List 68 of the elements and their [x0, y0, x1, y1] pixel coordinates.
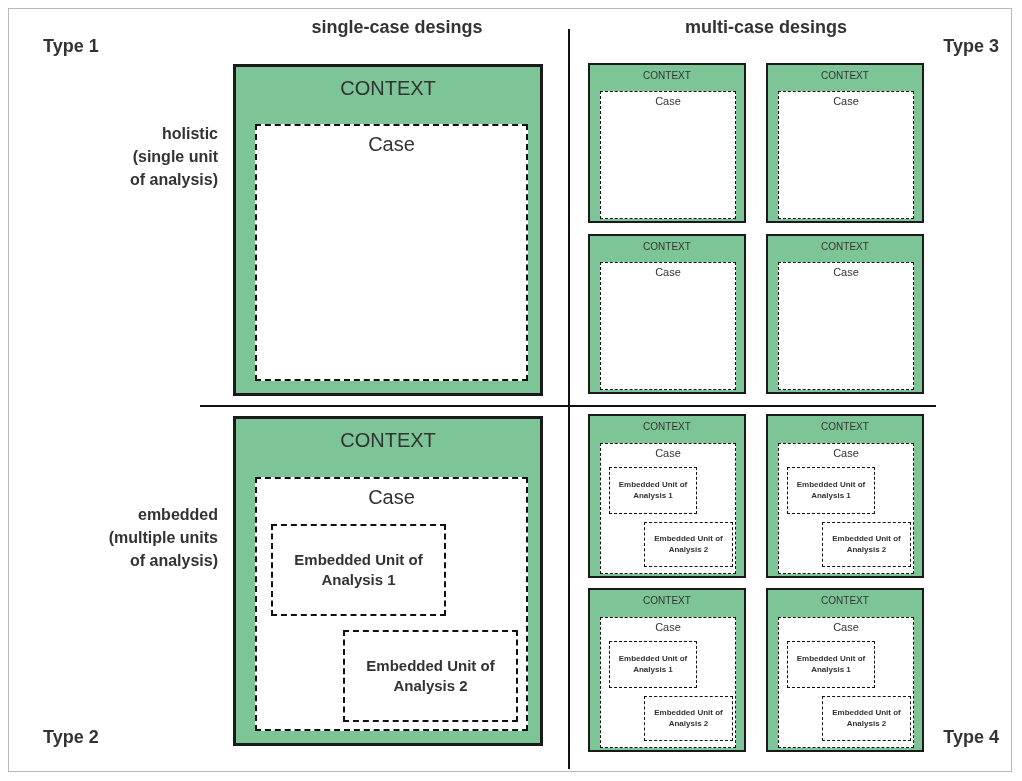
type-label: Type 2	[43, 726, 100, 749]
unit-label: Embedded Unit of Analysis 2	[831, 532, 902, 556]
case-label: Case	[654, 94, 682, 109]
case-label: Case	[832, 446, 860, 461]
embedded-unit-box	[609, 467, 697, 514]
context-label: CONTEXT	[642, 594, 692, 607]
embedded-unit-box	[644, 696, 733, 741]
embedded-unit-box	[644, 522, 733, 567]
context-box	[588, 414, 746, 578]
case-label: Case	[654, 265, 682, 280]
type-label: Type 3	[942, 35, 999, 58]
case-box	[600, 443, 736, 574]
context-box	[588, 588, 746, 752]
context-label: CONTEXT	[339, 428, 437, 453]
case-box	[255, 124, 528, 381]
embedded-unit-box	[822, 696, 911, 741]
context-box	[588, 234, 746, 394]
case-box	[778, 617, 914, 748]
unit-label: Embedded Unit of Analysis 1	[795, 478, 867, 502]
case-label: Case	[654, 446, 682, 461]
embedded-unit-box	[343, 630, 518, 722]
unit-label: Embedded Unit of Analysis 2	[653, 532, 724, 556]
case-label: Case	[832, 94, 860, 109]
case-box	[600, 262, 736, 390]
context-box	[766, 414, 924, 578]
context-label: CONTEXT	[820, 420, 870, 433]
column-heading: multi-case desings	[683, 16, 849, 39]
unit-label: Embedded Unit of Analysis 1	[795, 652, 867, 676]
case-label: Case	[654, 620, 682, 635]
case-label: Case	[367, 132, 416, 157]
case-label: Case	[832, 265, 860, 280]
case-box	[600, 91, 736, 219]
unit-label: Embedded Unit of Analysis 1	[293, 549, 424, 590]
type-label: Type 1	[43, 35, 100, 58]
context-label: CONTEXT	[820, 594, 870, 607]
context-label: CONTEXT	[642, 420, 692, 433]
case-label: Case	[367, 485, 416, 510]
embedded-unit-box	[271, 524, 446, 616]
row-heading: holistic (single unit of analysis)	[128, 124, 218, 191]
context-box	[233, 416, 543, 746]
context-box	[233, 64, 543, 396]
embedded-unit-box	[787, 641, 875, 688]
unit-label: Embedded Unit of Analysis 2	[831, 706, 902, 730]
unit-label: Embedded Unit of Analysis 2	[365, 655, 496, 696]
unit-label: Embedded Unit of Analysis 2	[653, 706, 724, 730]
case-box	[778, 91, 914, 219]
case-box	[600, 617, 736, 748]
embedded-unit-box	[609, 641, 697, 688]
type-label: Type 4	[942, 726, 999, 749]
case-label: Case	[832, 620, 860, 635]
context-label: CONTEXT	[339, 76, 437, 101]
context-box	[588, 63, 746, 223]
context-box	[766, 588, 924, 752]
row-heading: embedded (multiple units of analysis)	[107, 505, 218, 572]
case-box	[778, 443, 914, 574]
embedded-unit-box	[787, 467, 875, 514]
context-label: CONTEXT	[820, 240, 870, 253]
embedded-unit-box	[822, 522, 911, 567]
context-box	[766, 234, 924, 394]
unit-label: Embedded Unit of Analysis 1	[617, 478, 689, 502]
unit-label: Embedded Unit of Analysis 1	[617, 652, 689, 676]
case-box	[778, 262, 914, 390]
context-label: CONTEXT	[642, 69, 692, 82]
column-heading: single-case desings	[310, 16, 484, 39]
case-box	[255, 477, 528, 731]
context-box	[766, 63, 924, 223]
context-label: CONTEXT	[642, 240, 692, 253]
context-label: CONTEXT	[820, 69, 870, 82]
